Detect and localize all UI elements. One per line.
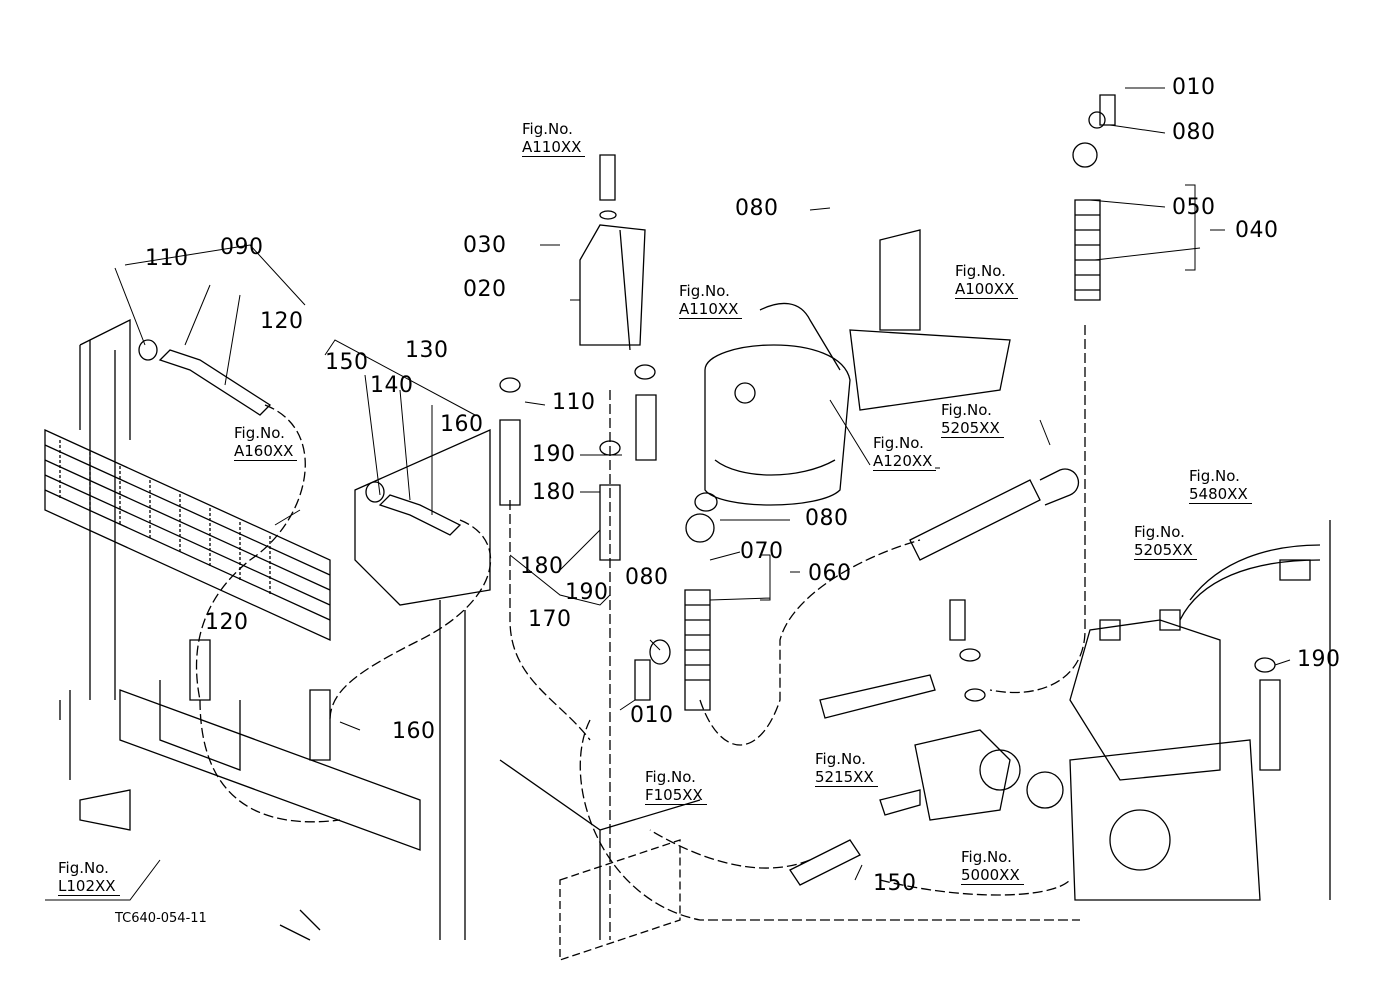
solenoid	[579, 154, 646, 351]
fig-code: A110XX	[522, 138, 586, 157]
fig-code: A110XX	[679, 300, 743, 319]
fig-ref-a110xx[interactable]: Fig.No.A110XX	[522, 120, 586, 157]
leader-lines	[45, 87, 1291, 901]
fig-prefix: Fig.No.	[645, 768, 696, 786]
fig-code: 5000XX	[961, 866, 1024, 885]
part-label-080: 080	[735, 196, 779, 221]
part-label-110: 110	[145, 246, 189, 271]
fig-ref-a100xx[interactable]: Fig.No.A100XX	[955, 262, 1019, 299]
fig-ref-5215xx[interactable]: Fig.No.5215XX	[815, 750, 878, 787]
fig-code: L102XX	[58, 877, 120, 896]
hose-070	[634, 492, 718, 711]
fig-ref-5205xx[interactable]: Fig.No.5205XX	[941, 401, 1004, 438]
part-label-130: 130	[405, 338, 449, 363]
feed-pump	[879, 599, 1064, 821]
fig-ref-l102xx[interactable]: Fig.No.L102XX	[58, 859, 120, 896]
part-label-010: 010	[630, 703, 674, 728]
part-label-160: 160	[392, 719, 436, 744]
part-label-190: 190	[1297, 647, 1341, 672]
fig-code: A120XX	[873, 452, 937, 471]
fig-code: F105XX	[645, 786, 707, 805]
fig-code: 5205XX	[941, 419, 1004, 438]
drawing-reference-code: TC640-054-11	[115, 911, 207, 926]
fig-ref-a160xx[interactable]: Fig.No.A160XX	[234, 424, 298, 461]
fig-prefix: Fig.No.	[955, 262, 1006, 280]
fig-ref-5480xx[interactable]: Fig.No.5480XX	[1189, 467, 1252, 504]
part-label-120: 120	[260, 309, 304, 334]
fig-ref-f105xx[interactable]: Fig.No.F105XX	[645, 768, 707, 805]
fig-ref-5000xx[interactable]: Fig.No.5000XX	[961, 848, 1024, 885]
fig-prefix: Fig.No.	[522, 120, 573, 138]
fig-prefix: Fig.No.	[1189, 467, 1240, 485]
part-label-170: 170	[528, 607, 572, 632]
frame	[59, 340, 701, 961]
part-label-160: 160	[440, 412, 484, 437]
fig-prefix: Fig.No.	[961, 848, 1012, 866]
hose-090	[138, 339, 272, 416]
hose-lower	[189, 468, 1281, 886]
fig-code: 5205XX	[1134, 541, 1197, 560]
part-label-190: 190	[565, 580, 609, 605]
oil-cooler	[44, 318, 331, 642]
part-label-140: 140	[370, 373, 414, 398]
injection-pump	[1069, 520, 1331, 901]
part-label-190: 190	[532, 442, 576, 467]
part-label-180: 180	[520, 554, 564, 579]
part-label-080: 080	[625, 565, 669, 590]
fig-ref-a110xx[interactable]: Fig.No.A110XX	[679, 282, 743, 319]
fig-prefix: Fig.No.	[679, 282, 730, 300]
fig-code: A160XX	[234, 442, 298, 461]
part-label-080: 080	[805, 506, 849, 531]
part-label-150: 150	[325, 350, 369, 375]
fig-code: 5215XX	[815, 768, 878, 787]
fig-prefix: Fig.No.	[58, 859, 109, 877]
hoses	[195, 325, 1086, 940]
fig-prefix: Fig.No.	[941, 401, 992, 419]
part-label-040: 040	[1235, 218, 1279, 243]
hose-130	[365, 481, 462, 536]
part-label-030: 030	[463, 233, 507, 258]
part-label-110: 110	[552, 390, 596, 415]
fig-code: 5480XX	[1189, 485, 1252, 504]
fig-prefix: Fig.No.	[873, 434, 924, 452]
part-label-080: 080	[1172, 120, 1216, 145]
part-label-050: 050	[1172, 195, 1216, 220]
part-label-010: 010	[1172, 75, 1216, 100]
hose-180	[499, 364, 657, 561]
fig-prefix: Fig.No.	[815, 750, 866, 768]
fuel-filter	[704, 229, 1011, 506]
fig-prefix: Fig.No.	[1134, 523, 1185, 541]
fig-ref-5205xx[interactable]: Fig.No.5205XX	[1134, 523, 1197, 560]
fig-code: A100XX	[955, 280, 1019, 299]
part-label-070: 070	[740, 539, 784, 564]
part-label-090: 090	[220, 235, 264, 260]
part-label-020: 020	[463, 277, 507, 302]
banjo-assembly-040	[1072, 94, 1116, 301]
part-label-180: 180	[532, 480, 576, 505]
fig-prefix: Fig.No.	[234, 424, 285, 442]
fig-ref-a120xx[interactable]: Fig.No.A120XX	[873, 434, 937, 471]
part-label-120: 120	[205, 610, 249, 635]
part-label-150: 150	[873, 871, 917, 896]
part-label-060: 060	[808, 561, 852, 586]
